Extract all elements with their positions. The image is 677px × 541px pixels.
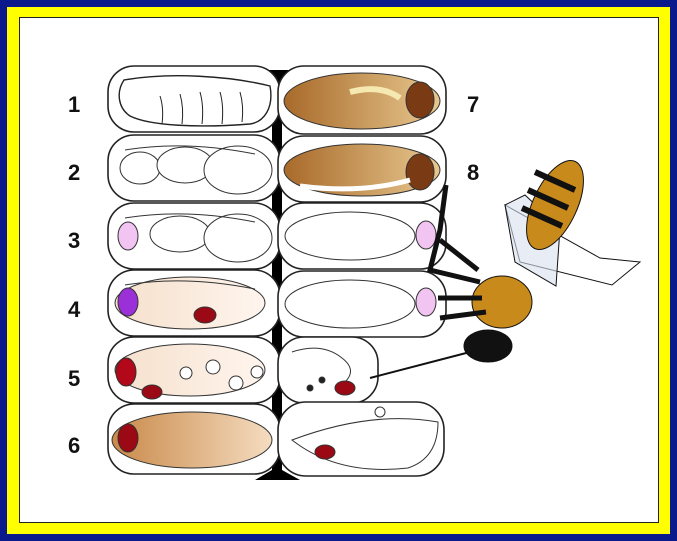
label-stage-3: 3: [68, 228, 80, 254]
bee-thorax: [472, 276, 532, 328]
pupa-6: [112, 412, 272, 468]
label-stage-6: 6: [68, 433, 80, 459]
bee-head: [464, 330, 512, 362]
mite-6: [315, 445, 335, 459]
label-stage-1: 1: [68, 92, 80, 118]
larva-1: [119, 76, 271, 126]
bee-antenna: [370, 352, 470, 378]
pupa-8: [284, 144, 440, 196]
pupa-4: [115, 277, 265, 329]
label-stage-8: 8: [467, 160, 479, 186]
mite-5a: [142, 385, 162, 399]
label-stage-2: 2: [68, 160, 80, 186]
pupa-7: [284, 73, 440, 129]
mite-5b: [335, 381, 355, 395]
label-stage-4: 4: [68, 297, 80, 323]
label-stage-5: 5: [68, 366, 80, 392]
label-stage-7: 7: [467, 92, 479, 118]
mite-4: [194, 307, 216, 323]
